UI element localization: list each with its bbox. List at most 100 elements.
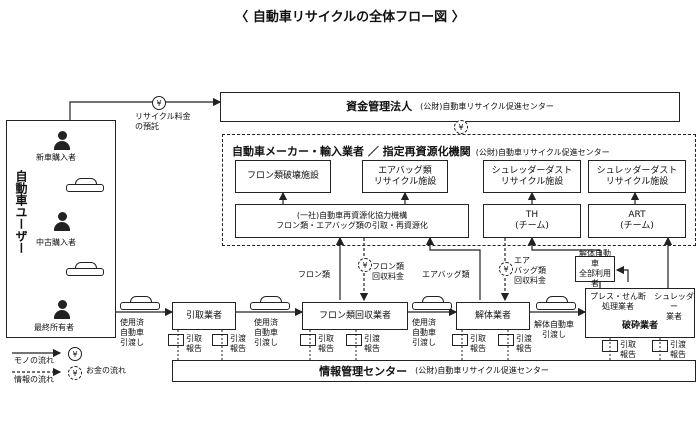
car-icon (66, 262, 104, 276)
pickup-report: 引取 報告 (186, 334, 202, 354)
delivery-report-line-1: 引渡 (516, 334, 532, 343)
art-label: ART (628, 210, 646, 220)
deposit-label: リサイクル料金 の預託 (135, 112, 191, 132)
used-car-2-line-3: 引渡し (254, 338, 278, 347)
shredder-facility-1-line-2: リサイクル施設 (500, 176, 564, 187)
shredder-facility-box-1: シュレッダーダスト リサイクル施設 (483, 160, 581, 193)
crusher-box: プレス・せん断 処理業者 シュレッダー 業者 破砕業者 (585, 288, 695, 338)
delivery-report-line-1: 引渡 (670, 340, 686, 349)
freon-fee-line-2: 回収料金 (372, 272, 404, 281)
maker-group-box (222, 134, 696, 246)
used-buyer-label: 中古購入者 (36, 238, 76, 247)
art-team-box: ART (チーム) (588, 204, 686, 238)
press-line-2: 処理業者 (602, 302, 634, 311)
used-car-3-line-2: 自動車 (412, 328, 436, 337)
legend-info: 情報の流れ (14, 375, 54, 384)
computer-icon (300, 334, 316, 346)
delivery-report-line-2: 報告 (670, 350, 686, 359)
used-car-label-3: 使用済 自動車 引渡し (412, 318, 436, 348)
yen-airbag-icon: ¥ (499, 262, 513, 276)
used-car-3-line-3: 引渡し (412, 338, 436, 347)
delivery-report-line-1: 引渡 (364, 334, 380, 343)
shredder-facility-2-line-2: リサイクル施設 (605, 176, 669, 187)
yen-fund-icon: ¥ (454, 120, 468, 134)
dismantler-box: 解体業者 (456, 302, 530, 330)
airbag-flow-label: エアバッグ類 (422, 270, 470, 279)
council-line-2: フロン類・エアバッグ類の引取・再資源化 (276, 221, 428, 230)
legend-yen-solid-icon: ¥ (68, 347, 82, 361)
computer-icon (212, 334, 228, 346)
car-icon (120, 296, 160, 310)
person-icon (54, 212, 70, 232)
car-body-icon (536, 296, 576, 310)
fund-org: (公財)自動車リサイクル促進センター (420, 102, 554, 111)
pickup-report-line-2: 報告 (318, 344, 334, 353)
whole-use-box: 解体自動車 全部利用者 (575, 249, 615, 288)
whole-use-line-1: 解体自動車 (579, 249, 611, 268)
shredder-facility-2-line-1: シュレッダーダスト (596, 165, 678, 176)
person-icon (54, 300, 70, 320)
used-car-2-line-1: 使用済 (254, 318, 278, 327)
computer-icon (346, 334, 362, 346)
computer-icon (498, 334, 514, 346)
pickup-report-line-2: 報告 (186, 344, 202, 353)
airbag-fee-label: エア バッグ類 回収料金 (514, 256, 546, 286)
freon-fee-line-1: フロン類 (372, 262, 404, 271)
delivery-report: 引渡 報告 (670, 340, 686, 360)
shredder-facility-1-line-1: シュレッダーダスト (491, 165, 573, 176)
maker-org: (公財)自動車リサイクル促進センター (475, 148, 610, 157)
dismantled-car-label: 解体自動車 引渡し (534, 320, 574, 340)
info-center-box: 情報管理センター (公財)自動車リサイクル促進センター (172, 360, 696, 382)
yen-deposit-icon: ¥ (152, 96, 166, 110)
th-team-box: TH (チーム) (483, 204, 581, 238)
legend-goods: モノの流れ (14, 356, 54, 365)
whole-use-line-2: 全部利用者 (579, 269, 611, 288)
used-car-1-line-2: 自動車 (120, 328, 144, 337)
fund-management-box: 資金管理法人 (公財)自動車リサイクル促進センター (220, 92, 680, 122)
info-center-org: (公財)自動車リサイクル促進センター (415, 366, 549, 375)
computer-icon (452, 334, 468, 346)
airbag-fee-line-1: エア (514, 256, 530, 265)
freon-fee-label: フロン類 回収料金 (372, 262, 404, 282)
page-title: 〈 自動車リサイクルの全体フロー図 〉 (235, 9, 465, 25)
pickup-report-line-1: 引取 (186, 334, 202, 343)
pickup-report: 引取 報告 (620, 340, 636, 360)
car-icon (250, 296, 290, 310)
person-icon (54, 131, 70, 151)
used-car-label-2: 使用済 自動車 引渡し (254, 318, 278, 348)
computer-icon (652, 340, 668, 352)
delivery-report-line-1: 引渡 (230, 334, 246, 343)
pickup-report-line-2: 報告 (620, 350, 636, 359)
delivery-report: 引渡 報告 (364, 334, 380, 354)
pickup-report: 引取 報告 (470, 334, 486, 354)
dismantled-line-1: 解体自動車 (534, 320, 574, 329)
delivery-report: 引渡 報告 (230, 334, 246, 354)
dismantled-line-2: 引渡し (542, 330, 566, 339)
deposit-line-2: の預託 (135, 122, 159, 131)
airbag-facility-box: エアバッグ類 リサイクル施設 (362, 160, 448, 193)
pickup-report-line-1: 引取 (470, 334, 486, 343)
airbag-fee-line-3: 回収料金 (514, 276, 546, 285)
press-line-1: プレス・せん断 (590, 292, 646, 301)
press-label: プレス・せん断 処理業者 (590, 292, 646, 312)
delivery-report-line-2: 報告 (516, 344, 532, 353)
legend-money: お金の流れ (86, 366, 126, 375)
used-car-label-1: 使用済 自動車 引渡し (120, 318, 144, 348)
used-car-1-line-1: 使用済 (120, 318, 144, 327)
maker-header: 自動車メーカー・輸入業者 ／ 指定再資源化機関 (公財)自動車リサイクル促進セン… (232, 140, 610, 159)
car-icon (412, 296, 452, 310)
shredder-label: シュレッダー 業者 (654, 292, 694, 322)
delivery-report: 引渡 報告 (516, 334, 532, 354)
th-team-label: (チーム) (515, 221, 549, 231)
computer-icon (168, 334, 184, 346)
th-label: TH (525, 210, 539, 220)
freon-flow-label: フロン類 (298, 270, 330, 279)
used-car-2-line-2: 自動車 (254, 328, 278, 337)
council-box: (一社)自動車再資源化協力機構 フロン類・エアバッグ類の引取・再資源化 (235, 204, 469, 238)
freon-collector-box: フロン類回収業者 (302, 302, 408, 330)
final-owner-label: 最終所有者 (34, 323, 74, 332)
pickup-report-line-1: 引取 (318, 334, 334, 343)
pickup-report: 引取 報告 (318, 334, 334, 354)
delivery-report-line-2: 報告 (230, 344, 246, 353)
used-car-1-line-3: 引渡し (120, 338, 144, 347)
